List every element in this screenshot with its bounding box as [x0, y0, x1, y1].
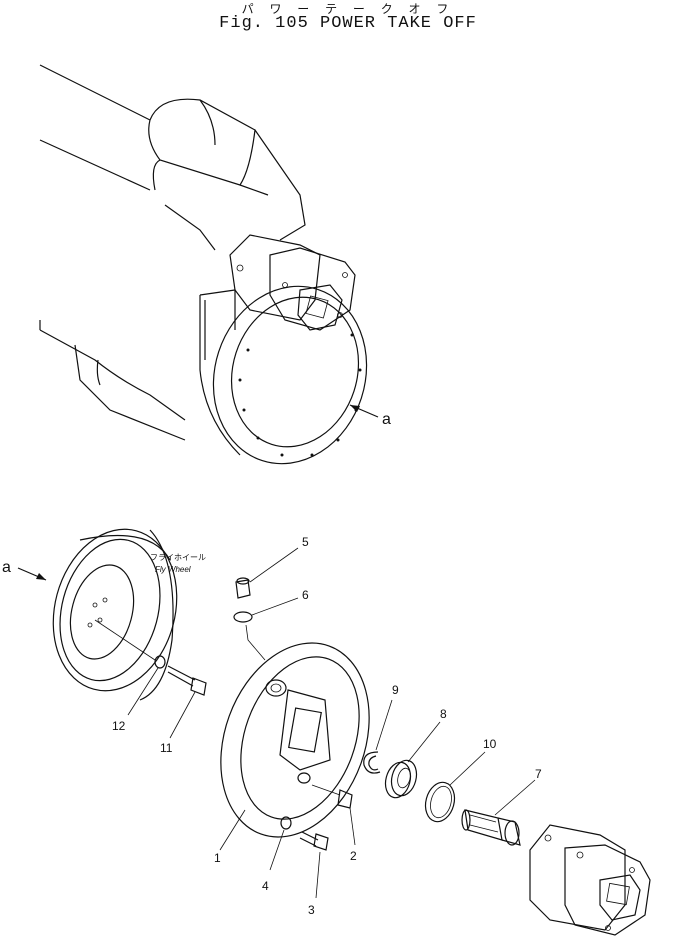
snap-ring-9: 9: [363, 683, 399, 774]
callout-2: 2: [350, 849, 357, 863]
grease-fitting-5: 5: [235, 535, 309, 599]
callout-5: 5: [302, 535, 309, 549]
washer-12: 12: [112, 655, 166, 733]
o-ring-6: 6: [233, 588, 309, 661]
bearing-8: 8: [384, 707, 447, 799]
callout-12: 12: [112, 719, 126, 733]
drive-shaft-7: 7: [461, 767, 542, 846]
view-label-upper: a: [382, 411, 391, 428]
snap-ring-10: 10: [424, 737, 497, 823]
figure-title: Fig. 105 POWER TAKE OFF: [219, 14, 477, 33]
view-label-lower: a: [2, 559, 11, 576]
callout-7: 7: [535, 767, 542, 781]
flywheel-label-japanese: フライホイール: [150, 553, 206, 562]
flywheel: フライホイール Fly Wheel: [52, 528, 206, 701]
callout-6: 6: [302, 588, 309, 602]
figure-title-japanese: パ ワ ー テ ー ク オ フ: [241, 2, 455, 16]
engine-block-outline: [39, 64, 306, 441]
plug-2: 2: [311, 784, 357, 863]
callout-9: 9: [392, 683, 399, 697]
washer-4: 4: [262, 816, 292, 893]
pto-pump-upper: [229, 234, 356, 331]
callout-8: 8: [440, 707, 447, 721]
callout-3: 3: [308, 903, 315, 917]
callout-10: 10: [483, 737, 497, 751]
view-arrow-upper: a: [349, 404, 391, 428]
bolt-11: 11: [160, 665, 207, 755]
bolt-3: 3: [299, 831, 329, 917]
callout-11: 11: [160, 741, 173, 755]
pto-housing-cover-1: 1: [214, 642, 370, 865]
pto-pump-lower: [529, 824, 651, 936]
callout-1: 1: [214, 851, 221, 865]
view-arrow-lower: a: [2, 559, 47, 581]
flywheel-label: Fly Wheel: [155, 565, 191, 574]
callout-4: 4: [262, 879, 269, 893]
flywheel-housing-upper: [199, 285, 368, 465]
